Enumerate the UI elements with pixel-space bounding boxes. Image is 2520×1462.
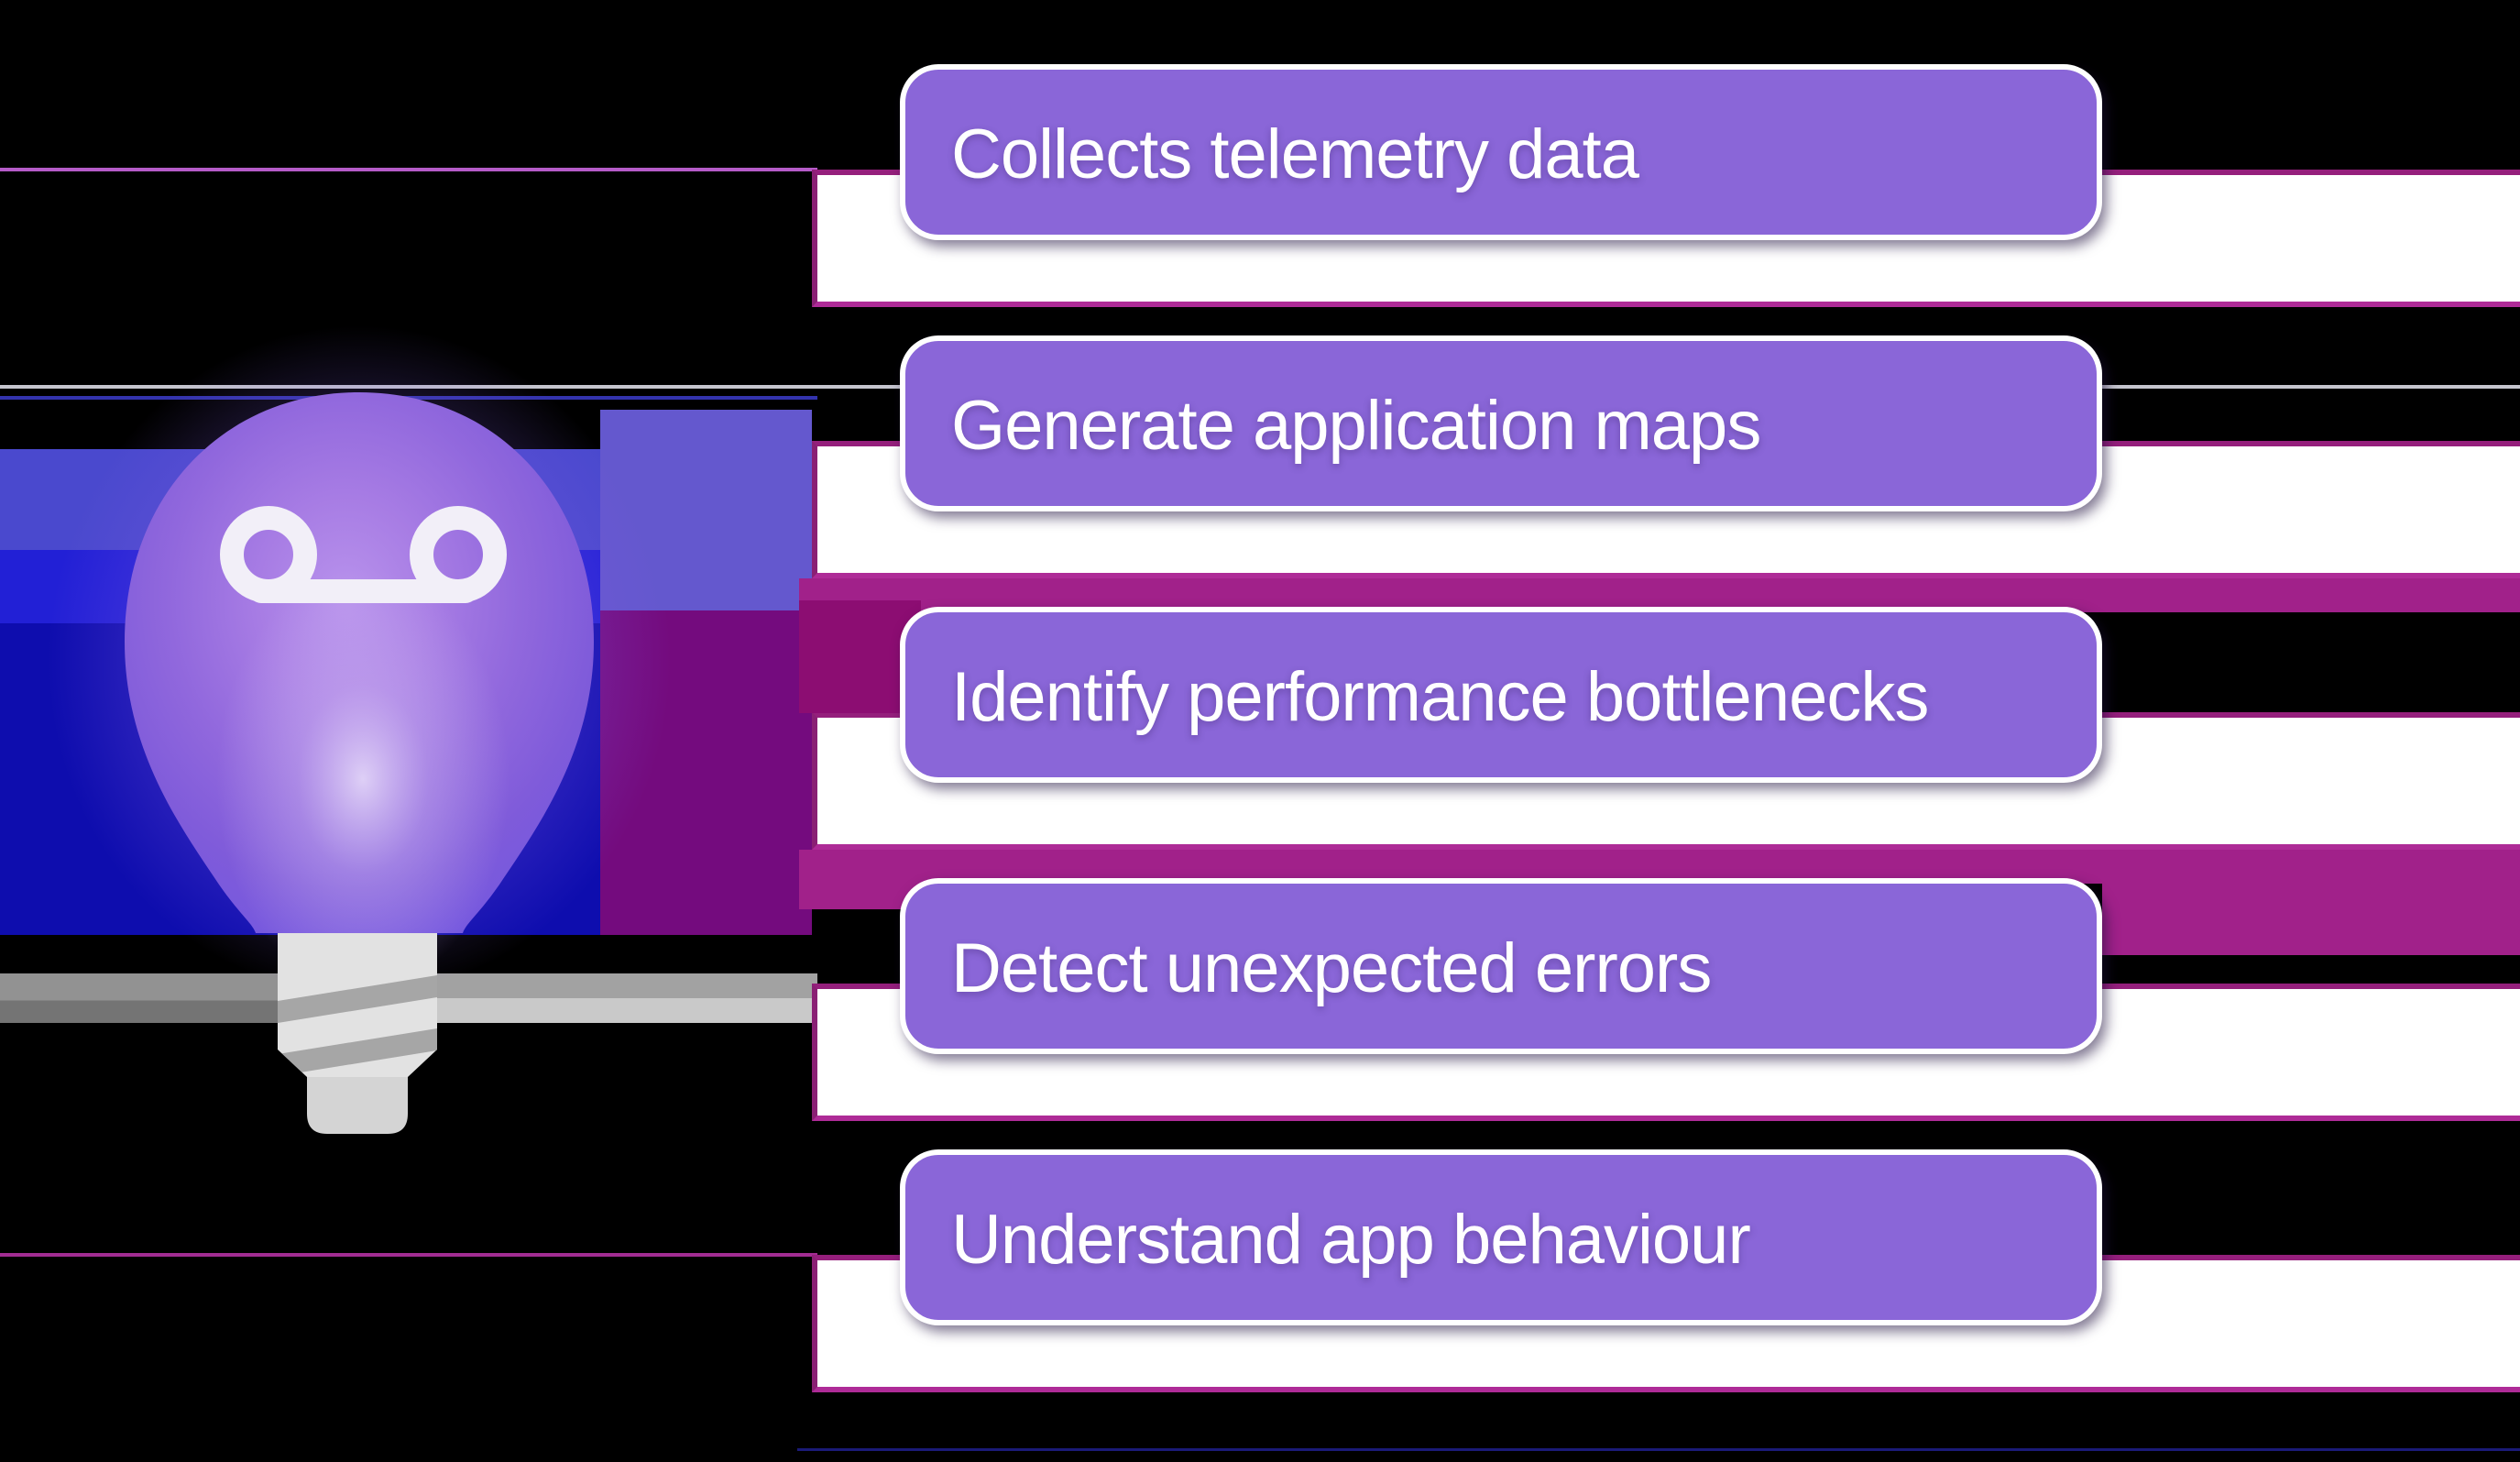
feature-button-4: Detect unexpected errors [900, 878, 2102, 1054]
glitch-line-top [0, 168, 817, 171]
feature-label-1: Collects telemetry data [951, 115, 1639, 193]
lightbulb-icon [48, 325, 671, 1134]
glitch-line-row5 [0, 1253, 817, 1257]
feature-button-3: Identify performance bottlenecks [900, 607, 2102, 783]
feature-label-2: Generate application maps [951, 387, 1761, 465]
bulb-base [278, 933, 437, 1134]
feature-button-5: Understand app behaviour [900, 1149, 2102, 1325]
bulb-glow [216, 568, 509, 990]
magenta-band-row2 [799, 578, 2520, 612]
magenta-band-row3-left [799, 850, 921, 909]
feature-button-2: Generate application maps [900, 335, 2102, 511]
feature-button-1: Collects telemetry data [900, 64, 2102, 240]
feature-label-5: Understand app behaviour [951, 1201, 1751, 1279]
bulb-wire-right [431, 973, 817, 1023]
bulb-wire-left [0, 973, 284, 1023]
bulb-stem [307, 1077, 408, 1134]
feature-label-3: Identify performance bottlenecks [951, 658, 1929, 736]
magenta-band-row3-right [2102, 850, 2520, 955]
bulb-filament [220, 506, 507, 791]
glitch-line-bottom [797, 1448, 2520, 1451]
feature-label-4: Detect unexpected errors [951, 929, 1712, 1007]
